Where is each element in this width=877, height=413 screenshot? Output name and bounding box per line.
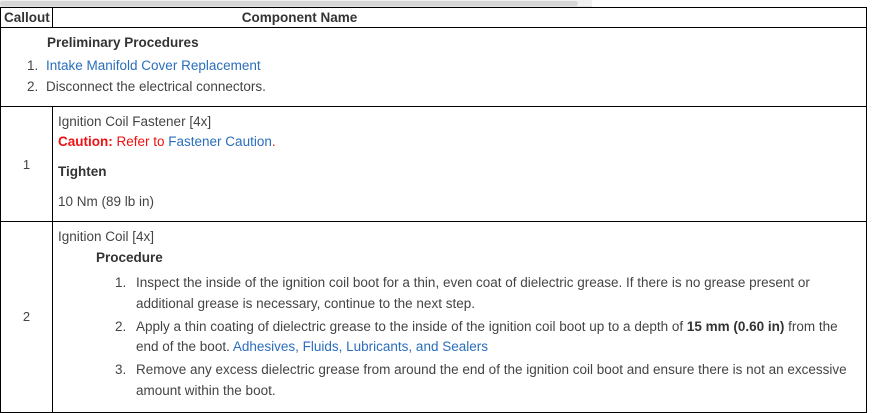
link-intake-manifold-cover-replacement[interactable]: Intake Manifold Cover Replacement — [46, 58, 261, 73]
component-cell-2: Ignition Coil [4x] Procedure Inspect the… — [52, 221, 867, 413]
callout-number-1: 1 — [0, 106, 53, 222]
preliminary-procedures-cell: Preliminary Procedures Intake Manifold C… — [0, 26, 867, 108]
component-title-2: Ignition Coil [4x] — [58, 229, 155, 244]
scrollbar-track[interactable] — [0, 0, 592, 7]
table-header-row: Callout Component Name — [0, 7, 867, 28]
caution-label: Caution: — [58, 134, 113, 150]
procedure-table: Callout Component Name Preliminary Proce… — [0, 7, 867, 413]
step-text: Inspect the inside of the ignition coil … — [136, 275, 810, 311]
step-text-post: from the end of the boot. — [136, 318, 838, 355]
horizontal-scrollbar[interactable] — [0, 0, 877, 7]
procedure-heading: Procedure — [96, 250, 163, 266]
torque-value: 10 Nm (89 lb in) — [58, 193, 155, 209]
component-title-1: Ignition Coil Fastener [4x] — [58, 114, 212, 130]
list-item: Apply a thin coating of dielectric greas… — [130, 317, 858, 358]
column-header-component-name: Component Name — [52, 7, 867, 28]
table-header: Callout Component Name — [0, 7, 867, 28]
list-item: Disconnect the electrical connectors. — [42, 77, 858, 97]
scrollbar-thumb[interactable] — [0, 1, 578, 6]
tighten-heading: Tighten — [58, 163, 107, 179]
step-bold-measurement: 15 mm (0.60 in) — [686, 318, 785, 334]
step-text: Apply a thin coating of dielectric greas… — [136, 318, 687, 334]
table-body: Preliminary Procedures Intake Manifold C… — [0, 26, 867, 413]
component-cell-1: Ignition Coil Fastener [4x] Caution: Ref… — [52, 106, 867, 222]
table-row-1: 1 Ignition Coil Fastener [4x] Caution: R… — [0, 106, 867, 222]
link-fastener-caution[interactable]: Fastener Caution — [168, 134, 272, 150]
caution-lead-text: Refer to — [112, 134, 169, 150]
procedure-steps-list: Inspect the inside of the ignition coil … — [58, 273, 858, 401]
caution-tail-text: . — [271, 134, 276, 150]
list-item: Intake Manifold Cover Replacement — [42, 56, 858, 76]
preliminary-procedures-heading: Preliminary Procedures — [47, 35, 199, 50]
list-item: Inspect the inside of the ignition coil … — [130, 273, 858, 314]
table-row-2: 2 Ignition Coil [4x] Procedure Inspect t… — [0, 221, 867, 413]
caution-note-1: Caution: Refer to Fastener Caution. — [58, 133, 858, 151]
list-item: Remove any excess dielectric grease from… — [130, 360, 858, 401]
step-text: Remove any excess dielectric grease from… — [136, 362, 847, 398]
callout-number-2: 2 — [0, 221, 53, 413]
list-item-text: Disconnect the electrical connectors. — [46, 78, 266, 94]
column-header-callout: Callout — [0, 7, 53, 28]
table-row-preliminary: Preliminary Procedures Intake Manifold C… — [0, 26, 867, 108]
link-adhesives-fluids-lubricants-sealers[interactable]: Adhesives, Fluids, Lubricants, and Seale… — [232, 339, 488, 355]
preliminary-procedures-list: Intake Manifold Cover Replacement Discon… — [6, 56, 858, 96]
